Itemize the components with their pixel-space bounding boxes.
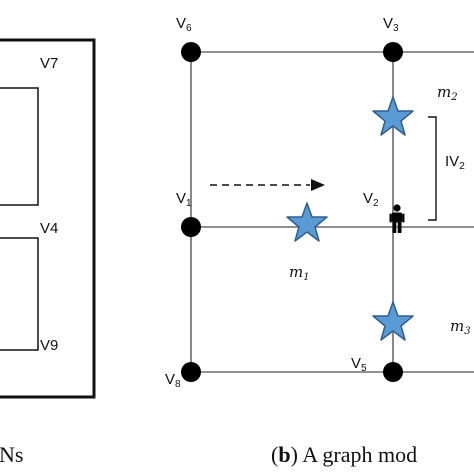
star-icon (286, 202, 328, 242)
graph-edges (190, 51, 474, 373)
interval-label: IV2 (445, 153, 465, 172)
panel-a-room-top (0, 87, 39, 206)
vertex-v5 (383, 362, 403, 382)
panel-a: V7 V4 V9 Ns (0, 38, 96, 467)
star-icon (372, 96, 414, 136)
mass-label-m2: m2 (437, 83, 458, 103)
panel-b: V6 V3 V1 V2 V8 V5 m2 m1 m3 (165, 15, 474, 467)
vertex-label-v8: V8 (165, 371, 181, 390)
vertex-label-v3: V3 (383, 15, 399, 34)
panel-a-label-v7: V7 (40, 55, 58, 72)
panel-a-outer-frame (0, 38, 96, 399)
dashed-arrow-icon (210, 179, 325, 191)
star-m2 (372, 96, 414, 136)
vertex-v8 (181, 362, 201, 382)
star-m3 (372, 301, 414, 341)
panel-a-caption: Ns (0, 442, 23, 467)
star-m1 (286, 202, 328, 242)
person-icon (389, 204, 405, 233)
vertex-v1 (181, 217, 201, 237)
mass-label-m1: m1 (289, 263, 310, 283)
vertex-label-v6: V6 (176, 15, 192, 34)
interval-brace (428, 116, 437, 221)
graph-vertices (181, 42, 403, 382)
panel-a-room-bottom (0, 237, 39, 351)
vertex-v6 (181, 42, 201, 62)
vertex-label-v2: V2 (363, 190, 379, 209)
mass-label-m3: m3 (450, 317, 471, 337)
vertex-label-v1: V1 (176, 190, 192, 209)
panel-a-label-v4: V4 (40, 220, 58, 237)
vertex-v3 (383, 42, 403, 62)
star-icon (372, 301, 414, 341)
panel-a-label-v9: V9 (40, 337, 58, 354)
vertex-label-v5: V5 (351, 355, 367, 374)
panel-b-caption: (b) A graph mod (271, 442, 417, 467)
